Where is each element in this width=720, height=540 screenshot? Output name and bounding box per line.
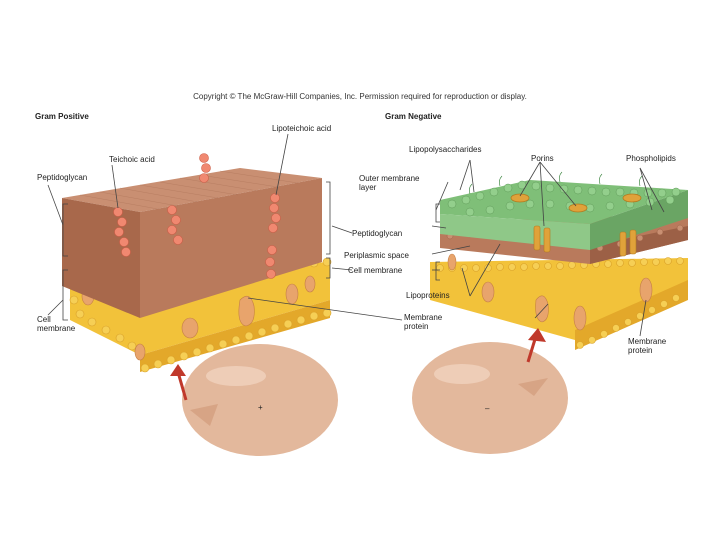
label-lipoproteins: Lipoproteins xyxy=(406,291,450,300)
gn-cell xyxy=(412,328,568,454)
label-gp-cell-membrane: Cell membrane xyxy=(37,315,77,333)
label-porins: Porins xyxy=(531,154,554,163)
gn-cell-sign: – xyxy=(485,404,489,413)
gram-positive-title: Gram Positive xyxy=(35,112,89,121)
gn-cell-membrane xyxy=(430,254,688,350)
gram-negative-figure xyxy=(412,160,688,454)
label-phospholipids: Phospholipids xyxy=(626,154,676,163)
label-gn-peptidoglycan: Peptidoglycan xyxy=(352,229,402,238)
label-teichoic-acid: Teichoic acid xyxy=(109,155,155,164)
label-gn-cell-membrane: Cell membrane xyxy=(348,266,402,275)
gram-positive-figure xyxy=(48,134,402,456)
gp-cell-sign: + xyxy=(258,403,263,412)
label-membrane-protein-right: Membrane protein xyxy=(628,337,678,355)
label-outer-membrane-layer: Outer membrane layer xyxy=(359,174,429,192)
gram-negative-title: Gram Negative xyxy=(385,112,441,121)
label-lipopolysaccharides: Lipopolysaccharides xyxy=(409,145,482,154)
label-periplasmic-space: Periplasmic space xyxy=(344,251,409,260)
label-lipoteichoic-acid: Lipoteichoic acid xyxy=(272,124,331,133)
label-membrane-protein-center: Membrane protein xyxy=(404,313,454,331)
gp-cell xyxy=(170,344,338,456)
label-gp-peptidoglycan: Peptidoglycan xyxy=(37,173,87,182)
